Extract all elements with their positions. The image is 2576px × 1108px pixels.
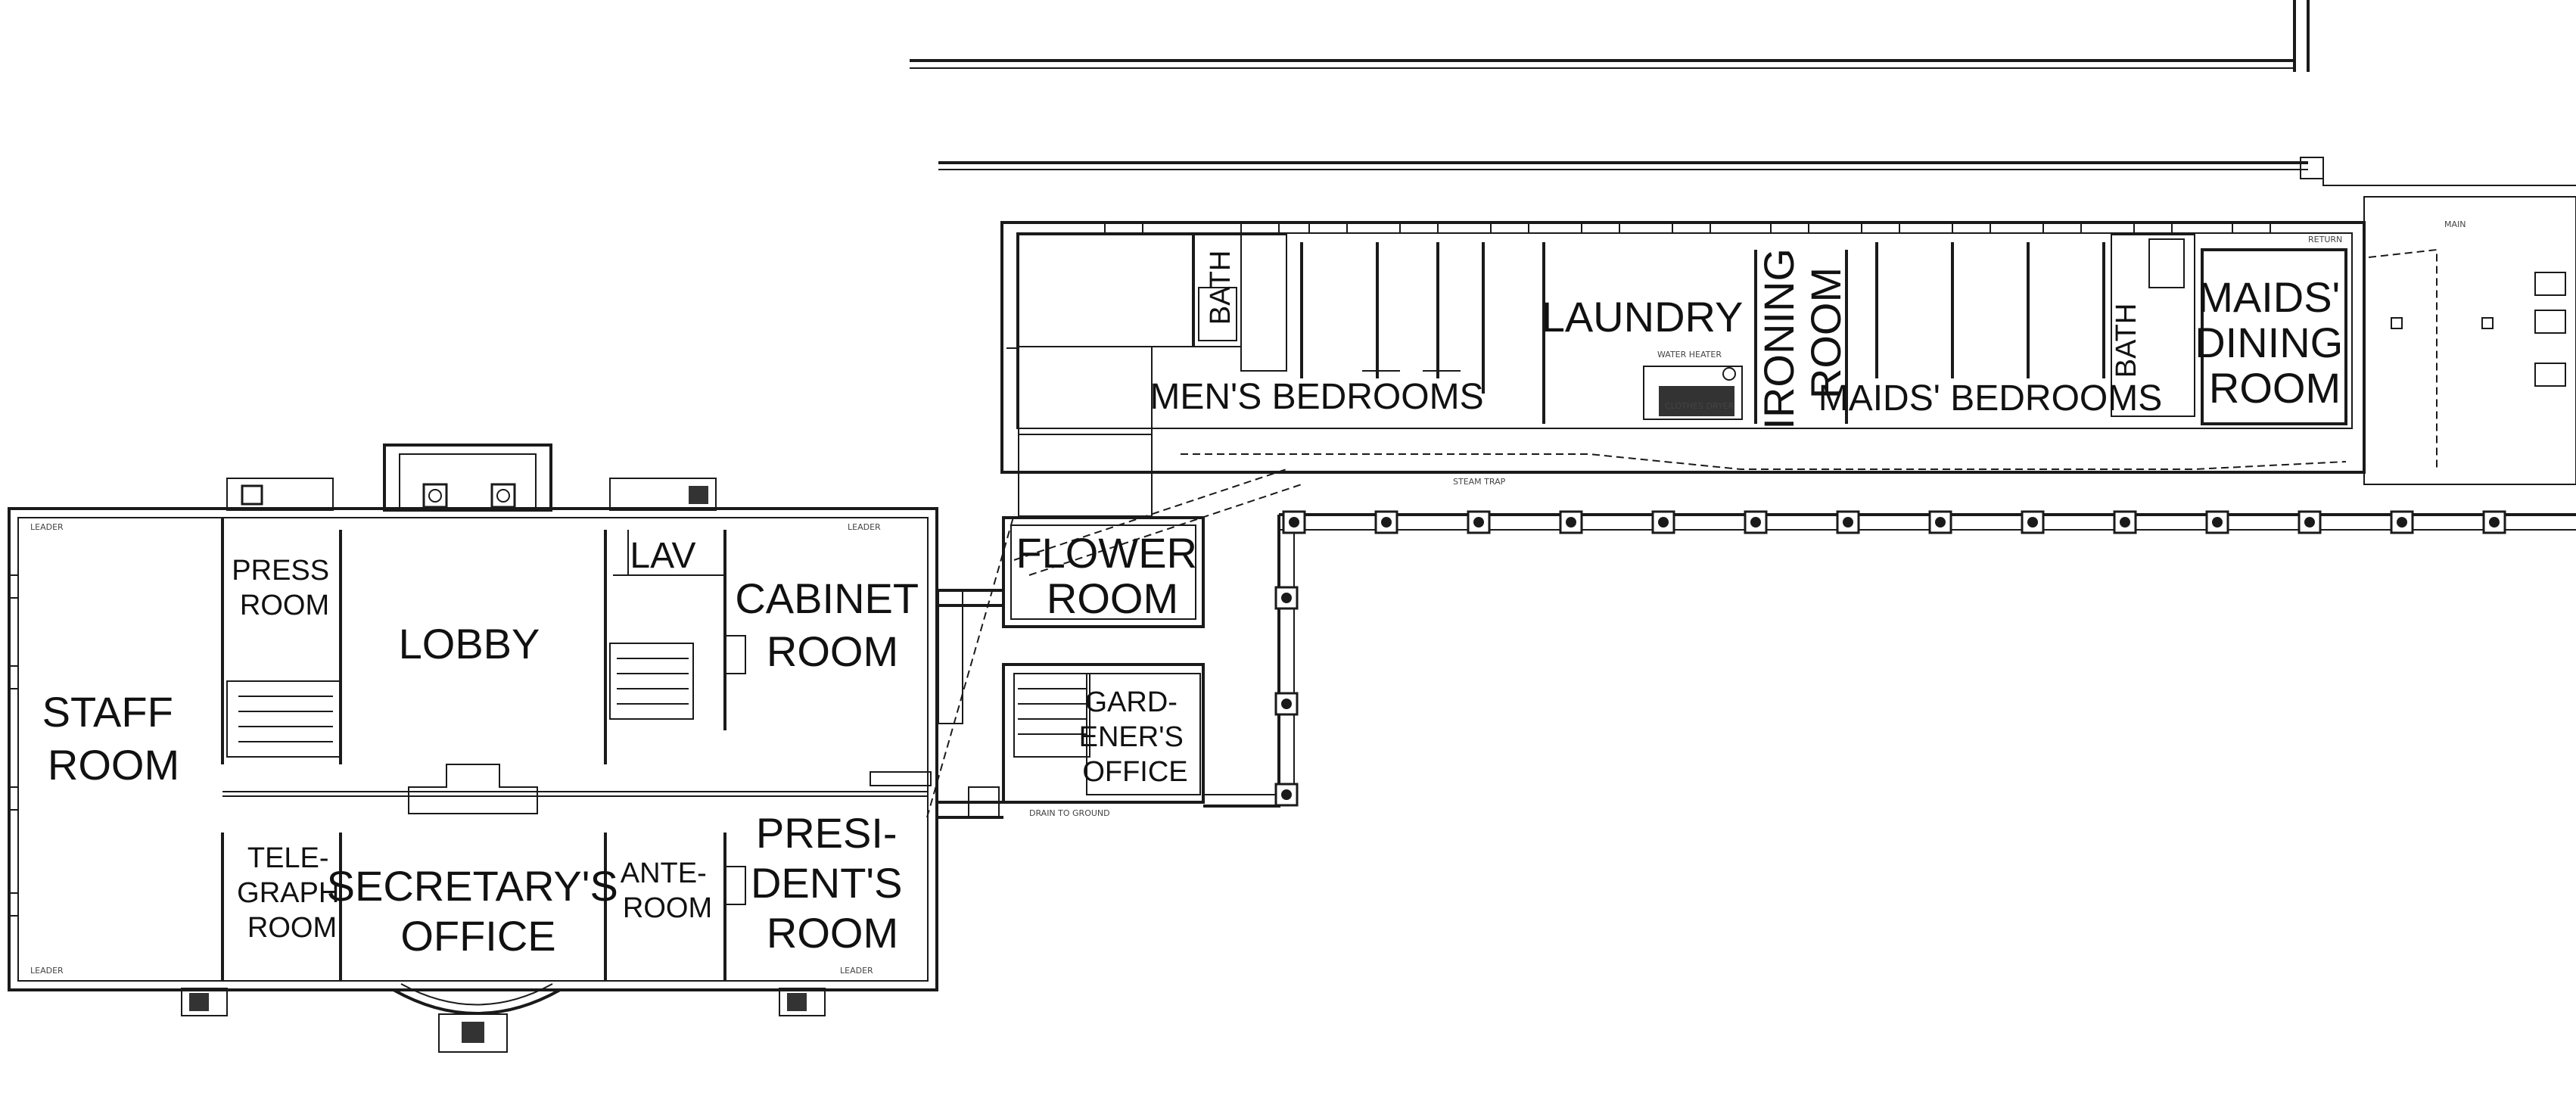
colonnade-pier-center [1750, 517, 1761, 528]
room-maids-bedrooms: MAIDS' BEDROOMS [1818, 378, 2163, 419]
room-telegraph-room: TELE- GRAPH ROOM [237, 842, 347, 944]
colonnade [1203, 513, 2576, 808]
note-clothes-dryer: CLOTHES DRYER [1665, 401, 1734, 411]
colonnade-pier-center [2212, 517, 2223, 528]
room-lav: LAV [630, 536, 695, 576]
colonnade-pier-center [2120, 517, 2130, 528]
room-bath-right: BATH [2111, 303, 2142, 378]
colonnade-pier [1374, 510, 1398, 534]
north-boundary-lines [910, 0, 2576, 186]
note-main: MAIN [2444, 219, 2466, 229]
room-lobby: LOBBY [399, 620, 540, 668]
colonnade-pier-center [1935, 517, 1946, 528]
room-bath-left: BATH [1205, 251, 1237, 325]
colonnade-pier-center [1281, 789, 1292, 800]
room-mens-bedrooms: MEN'S BEDROOMS [1150, 377, 1483, 417]
room-flower-room: FLOWER ROOM [1016, 529, 1209, 622]
colonnade-pier-center [1658, 517, 1669, 528]
colonnade-pier-center [1289, 517, 1299, 528]
room-ironing-room: IRONING ROOM [1755, 236, 1850, 429]
room-press-room: PRESS ROOM [232, 555, 337, 621]
note-return: RETURN [2308, 235, 2342, 244]
colonnade-pier-center [1473, 517, 1484, 528]
colonnade-pier-center [1281, 593, 1292, 603]
colonnade-pier-center [2304, 517, 2315, 528]
colonnade-pier-center [1381, 517, 1392, 528]
room-cabinet-room: CABINET ROOM [735, 574, 929, 675]
room-labels: STAFF ROOM PRESS ROOM LOBBY LAV CABINET … [42, 236, 2355, 960]
colonnade-pier-center [1843, 517, 1853, 528]
colonnade-pier-center [1281, 699, 1292, 709]
room-ante-room: ANTE- ROOM [621, 857, 715, 924]
colonnade-piers [1274, 510, 2506, 807]
colonnade-pier-center [2397, 517, 2407, 528]
note-steam-trap: STEAM TRAP [1453, 477, 1506, 487]
colonnade-pier [1274, 586, 1299, 610]
connector-block [926, 514, 1205, 819]
note-leader-se: LEADER [840, 966, 873, 976]
plan-notes: WATER HEATER CLOTHES DRYER STEAM TRAP LE… [30, 219, 2466, 976]
colonnade-pier-center [2489, 517, 2500, 528]
note-water-heater: WATER HEATER [1657, 350, 1722, 359]
note-leader-sw: LEADER [30, 966, 64, 976]
room-staff-room: STAFF ROOM [42, 688, 185, 789]
note-leader-nw: LEADER [30, 522, 64, 532]
room-gardeners-office: GARD- ENER'S OFFICE [1079, 686, 1192, 788]
note-leader-ne: LEADER [848, 522, 881, 532]
service-wing [1000, 196, 2576, 576]
room-laundry: LAUNDRY [1542, 293, 1744, 341]
main-office-block [8, 444, 963, 1053]
room-maids-dining-room: MAIDS' DINING ROOM [2195, 273, 2355, 412]
note-drain-to-ground: DRAIN TO GROUND [1029, 808, 1110, 818]
room-secretarys-office: SECRETARY'S OFFICE [327, 862, 630, 960]
colonnade-pier-center [2027, 517, 2038, 528]
colonnade-pier-center [1566, 517, 1576, 528]
room-presidents-room: PRESI- DENT'S ROOM [751, 809, 914, 957]
